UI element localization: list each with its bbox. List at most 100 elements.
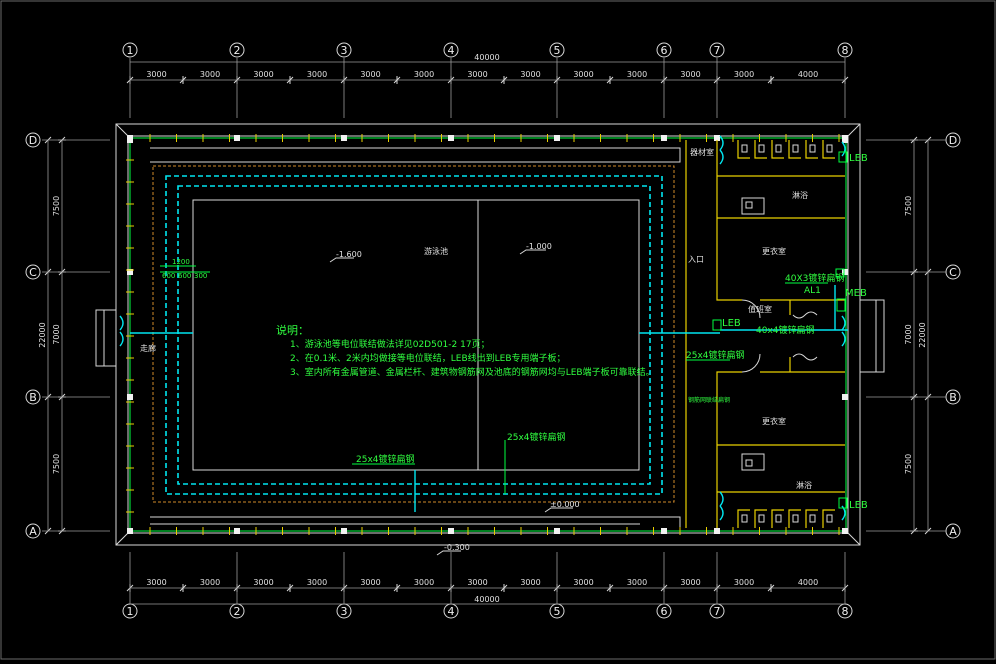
dim-1200: 1200: [172, 258, 190, 266]
level-0: ±0.000: [550, 500, 580, 509]
flat-bar-label-c: 25x4镀锌扁钢: [686, 349, 745, 361]
column: [127, 528, 133, 534]
room-duty: 值班室: [748, 304, 772, 314]
dim-bay: 3000: [520, 70, 540, 79]
column: [554, 135, 560, 141]
room-change-1: 更衣室: [762, 246, 786, 256]
column: [127, 394, 133, 400]
column: [341, 528, 347, 534]
notes-line-2: 2、在0.1米、2米内均做接等电位联结，LEB线出到LEB专用端子板；: [290, 352, 566, 364]
al1-label: AL1: [804, 286, 821, 296]
dim-bay: 3000: [573, 70, 593, 79]
axis-bubble-6: [656, 42, 672, 58]
dim-bay: 4000: [798, 70, 818, 79]
rebar-note: 钢筋网联结扁钢: [688, 396, 730, 404]
column: [234, 135, 240, 141]
axis-bubble-7: [709, 42, 725, 58]
flat-bar-label-b: 25x4镀锌扁钢: [507, 431, 566, 443]
column: [714, 528, 720, 534]
axis-label-4: 4: [448, 44, 455, 57]
column: [234, 528, 240, 534]
dim-bay: 3000: [734, 578, 754, 587]
column: [127, 269, 133, 275]
room-shower-2: 淋浴: [796, 480, 812, 490]
column: [127, 137, 133, 143]
room-left: 走廊: [140, 343, 156, 353]
dim-segment-v: 7000: [52, 324, 61, 344]
column: [842, 269, 848, 275]
dim-bay: 4000: [798, 578, 818, 587]
axis-label-2: 2: [234, 605, 241, 618]
axis-bubble-5: [549, 42, 565, 58]
dim-segment-v: 7500: [904, 196, 913, 216]
column: [448, 528, 454, 534]
axis-bubble-2: [229, 42, 245, 58]
axis-label-6: 6: [661, 44, 668, 57]
axis-label-B: B: [29, 391, 37, 404]
dim-total-h: 40000: [474, 53, 499, 62]
axis-label-3: 3: [341, 605, 348, 618]
dim-total-h: 40000: [474, 595, 499, 604]
notes-title: 说明：: [276, 323, 309, 337]
dim-bay: 3000: [573, 578, 593, 587]
axis-label-7: 7: [714, 605, 721, 618]
dim-segment-v: 7500: [52, 196, 61, 216]
column: [714, 135, 720, 141]
axis-label-8: 8: [842, 44, 849, 57]
axis-label-D: D: [949, 134, 957, 147]
dim-bay: 3000: [414, 578, 434, 587]
axis-bubble-1: [122, 42, 138, 58]
axis-label-7: 7: [714, 44, 721, 57]
column: [341, 135, 347, 141]
dim-bay: 3000: [467, 578, 487, 587]
dim-bay: 3000: [467, 70, 487, 79]
column: [554, 528, 560, 534]
bar-40x4-label: 40x4镀锌扁钢: [756, 324, 815, 336]
dim-segment-v: 7500: [52, 454, 61, 474]
leb-bottom: LEB: [849, 500, 868, 511]
dim-segment-v: 7000: [904, 324, 913, 344]
pool-deck-edge: [152, 165, 675, 503]
axis-label-6: 6: [661, 605, 668, 618]
dim-bay: 3000: [360, 578, 380, 587]
dim-bay: 3000: [627, 70, 647, 79]
axis-label-3: 3: [341, 44, 348, 57]
dim-bay: 3000: [734, 70, 754, 79]
pool-offset-dims: 1200 600 600 300: [160, 258, 210, 280]
pool-bonding-rings: [130, 175, 848, 512]
meb-label: MEB: [845, 288, 867, 299]
dim-bay: 3000: [253, 578, 273, 587]
room-shower-1: 淋浴: [792, 190, 808, 200]
column: [448, 135, 454, 141]
axis-bubble-4: [443, 42, 459, 58]
notes-block: 说明： 1、游泳池等电位联结做法详见02D501-2 17页； 2、在0.1米、…: [276, 323, 655, 378]
notes-line-3: 3、室内所有金属管道、金属栏杆、建筑物钢筋网及池底的钢筋网均与LEB端子板可靠联…: [290, 366, 655, 378]
dim-bay: 3000: [520, 578, 540, 587]
dim-total-v: 22000: [918, 322, 927, 347]
dim-bay: 3000: [146, 70, 166, 79]
axis-label-5: 5: [554, 44, 561, 57]
room-labels: 游泳池 器材室 更衣室 更衣室 淋浴 淋浴 值班室 入口 走廊 钢筋网联结扁钢: [140, 147, 812, 490]
axis-label-A: A: [29, 525, 37, 538]
axis-label-C: C: [949, 266, 957, 279]
bonding-ring: [126, 134, 848, 535]
dim-bay: 3000: [680, 70, 700, 79]
column: [842, 394, 848, 400]
dim-total-v: 22000: [38, 322, 47, 347]
dim-bay: 3000: [200, 578, 220, 587]
bar-40x3-label: 40X3镀锌扁钢: [785, 272, 844, 284]
axis-bubble-D: [25, 132, 41, 148]
room-hall: 入口: [688, 255, 704, 264]
dim-bay: 3000: [307, 70, 327, 79]
leb-top: LEB: [849, 153, 868, 164]
leb-mid: LEB: [722, 318, 741, 329]
axis-label-1: 1: [127, 44, 134, 57]
dim-600-a: 600: [162, 272, 175, 280]
axis-bubble-A: [25, 523, 41, 539]
service-rooms-walls: [685, 140, 845, 528]
axis-label-1: 1: [127, 605, 134, 618]
axis-label-C: C: [29, 266, 37, 279]
